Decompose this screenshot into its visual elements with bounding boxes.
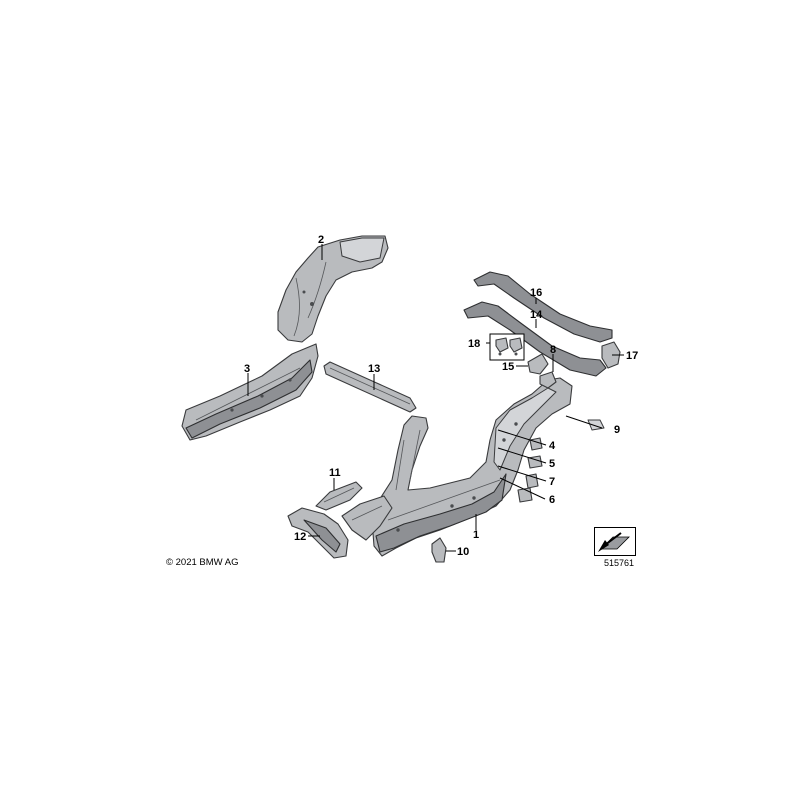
part-11-bracket (315, 481, 363, 511)
part-17-bracket (601, 341, 621, 369)
callout-14: 14 (530, 309, 543, 321)
callout-17: 17 (626, 350, 638, 362)
copyright-text: © 2021 BMW AG (166, 557, 239, 568)
callout-10: 10 (457, 546, 469, 558)
callout-13: 13 (368, 363, 380, 375)
callout-labels: 1 2 3 4 5 6 7 8 9 10 11 12 13 14 15 16 1… (244, 234, 638, 558)
part-1-side-frame (371, 377, 573, 557)
part-16-roof-rail-outer (473, 271, 613, 343)
orientation-icon (594, 527, 636, 556)
diagram-number: 515761 (604, 558, 635, 568)
callout-11: 11 (329, 467, 341, 479)
part-10-bracket (431, 537, 447, 563)
callout-4: 4 (549, 440, 556, 452)
callout-18: 18 (468, 338, 480, 350)
arrow-icon (598, 532, 630, 552)
part-13-reinforcement-bar (323, 361, 417, 413)
callout-6: 6 (549, 494, 555, 506)
callout-8: 8 (550, 344, 556, 356)
callout-5: 5 (549, 458, 555, 470)
part-pillar-lower-section (341, 495, 393, 541)
callout-9: 9 (614, 424, 620, 436)
part-12-floor-reinforcement (287, 507, 349, 559)
part-5-bracket (527, 455, 543, 469)
part-15-bracket (527, 353, 549, 375)
part-18-bracket-set (489, 333, 525, 361)
part-2-wheel-arch-panel (277, 235, 389, 343)
part-9-bracket (587, 419, 605, 431)
part-14-roof-rail-inner (463, 301, 607, 377)
part-4-bracket (529, 437, 543, 451)
callout-16: 16 (530, 287, 542, 299)
callout-12: 12 (294, 531, 306, 543)
part-7-bracket (525, 473, 539, 489)
part-8-bracket (539, 371, 557, 389)
part-3-side-sill (181, 343, 319, 441)
callout-3: 3 (244, 363, 250, 375)
callout-1: 1 (473, 529, 479, 541)
callout-7: 7 (549, 476, 555, 488)
callout-15: 15 (502, 361, 514, 373)
leader-lines (247, 244, 624, 552)
callout-2: 2 (318, 234, 324, 246)
